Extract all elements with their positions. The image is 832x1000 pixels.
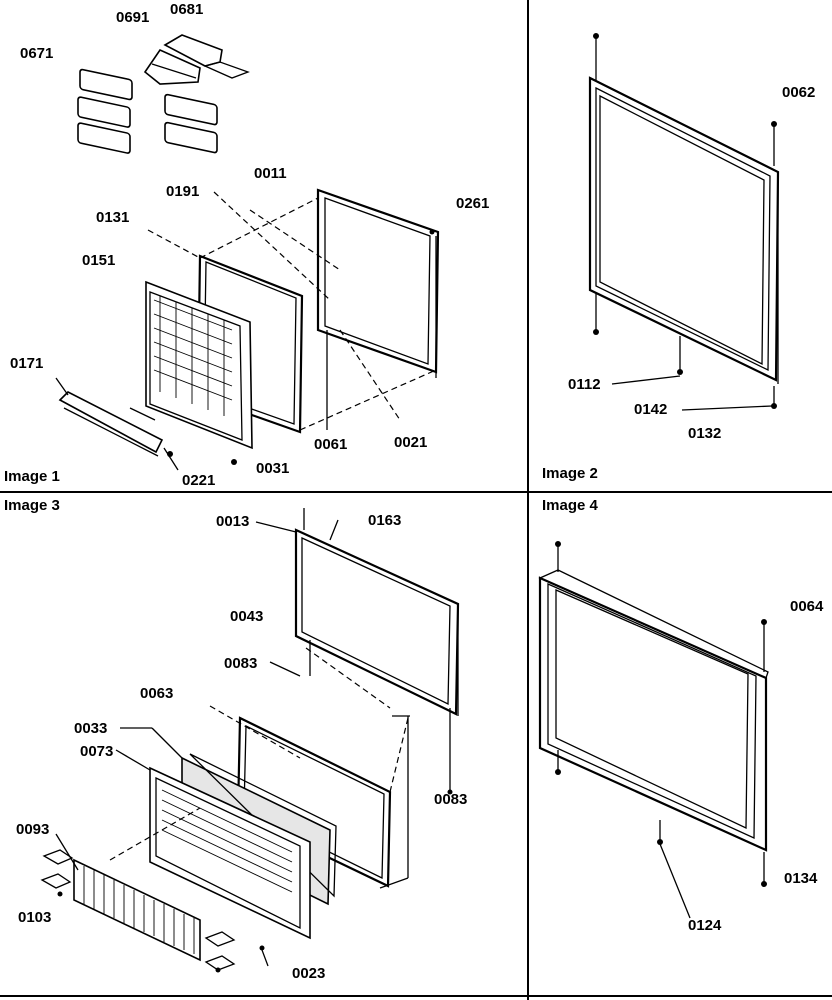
label-0191: 0191 [166, 183, 199, 200]
label-0061: 0061 [314, 436, 347, 453]
label-0681: 0681 [170, 1, 203, 18]
door-bin-0681 [163, 34, 250, 79]
label-0691: 0691 [116, 9, 149, 26]
label-0011: 0011 [254, 165, 287, 182]
panel-3 [40, 508, 460, 973]
panel-4 [538, 541, 769, 919]
label-0033: 0033 [74, 720, 107, 737]
panel-title-3: Image 3 [4, 497, 60, 514]
panel-1 [55, 34, 440, 471]
panel-title-4: Image 4 [542, 497, 599, 514]
panel-title-2: Image 2 [542, 465, 598, 482]
frame-0062 [588, 76, 780, 384]
inner-panel-0073 [149, 766, 311, 940]
label-0112: 0112 [568, 376, 601, 393]
panel-titles: Image 1 Image 2 Image 3 Image 4 [4, 465, 599, 514]
label-0131: 0131 [96, 209, 129, 226]
label-0134: 0134 [784, 870, 818, 887]
label-0043: 0043 [230, 608, 263, 625]
door-liner-0011 [316, 188, 440, 378]
door-handle-0171 [58, 391, 164, 457]
label-0013: 0013 [216, 513, 249, 530]
label-0083-lower: 0083 [434, 791, 467, 808]
label-0671: 0671 [20, 45, 53, 62]
label-0063: 0063 [140, 685, 173, 702]
panel-title-1: Image 1 [4, 468, 60, 485]
panel-2 [588, 33, 780, 411]
label-0031: 0031 [256, 460, 289, 477]
label-0093: 0093 [16, 821, 49, 838]
label-0064: 0064 [790, 598, 824, 615]
part-labels: 0691 0681 0671 0011 0191 0131 0261 0151 … [10, 1, 824, 982]
kick-plate-0093 [73, 858, 201, 962]
door-bin-0691 [143, 48, 201, 85]
door-bin-0671 [77, 68, 218, 154]
gasket-0063 [236, 716, 392, 888]
label-0023: 0023 [292, 965, 325, 982]
label-0021: 0021 [394, 434, 427, 451]
label-0142: 0142 [634, 401, 667, 418]
frame-0064 [538, 569, 769, 852]
label-0132: 0132 [688, 425, 721, 442]
label-0261: 0261 [456, 195, 489, 212]
label-0221: 0221 [182, 472, 215, 489]
label-0171: 0171 [10, 355, 43, 372]
label-0151: 0151 [82, 252, 115, 269]
label-0163: 0163 [368, 512, 401, 529]
label-0073: 0073 [80, 743, 113, 760]
label-0124: 0124 [688, 917, 722, 934]
label-0083-upper: 0083 [224, 655, 257, 672]
door-panel-0151 [145, 280, 253, 450]
label-0062: 0062 [782, 84, 815, 101]
label-0103: 0103 [18, 909, 51, 926]
door-liner-0013 [294, 528, 460, 716]
